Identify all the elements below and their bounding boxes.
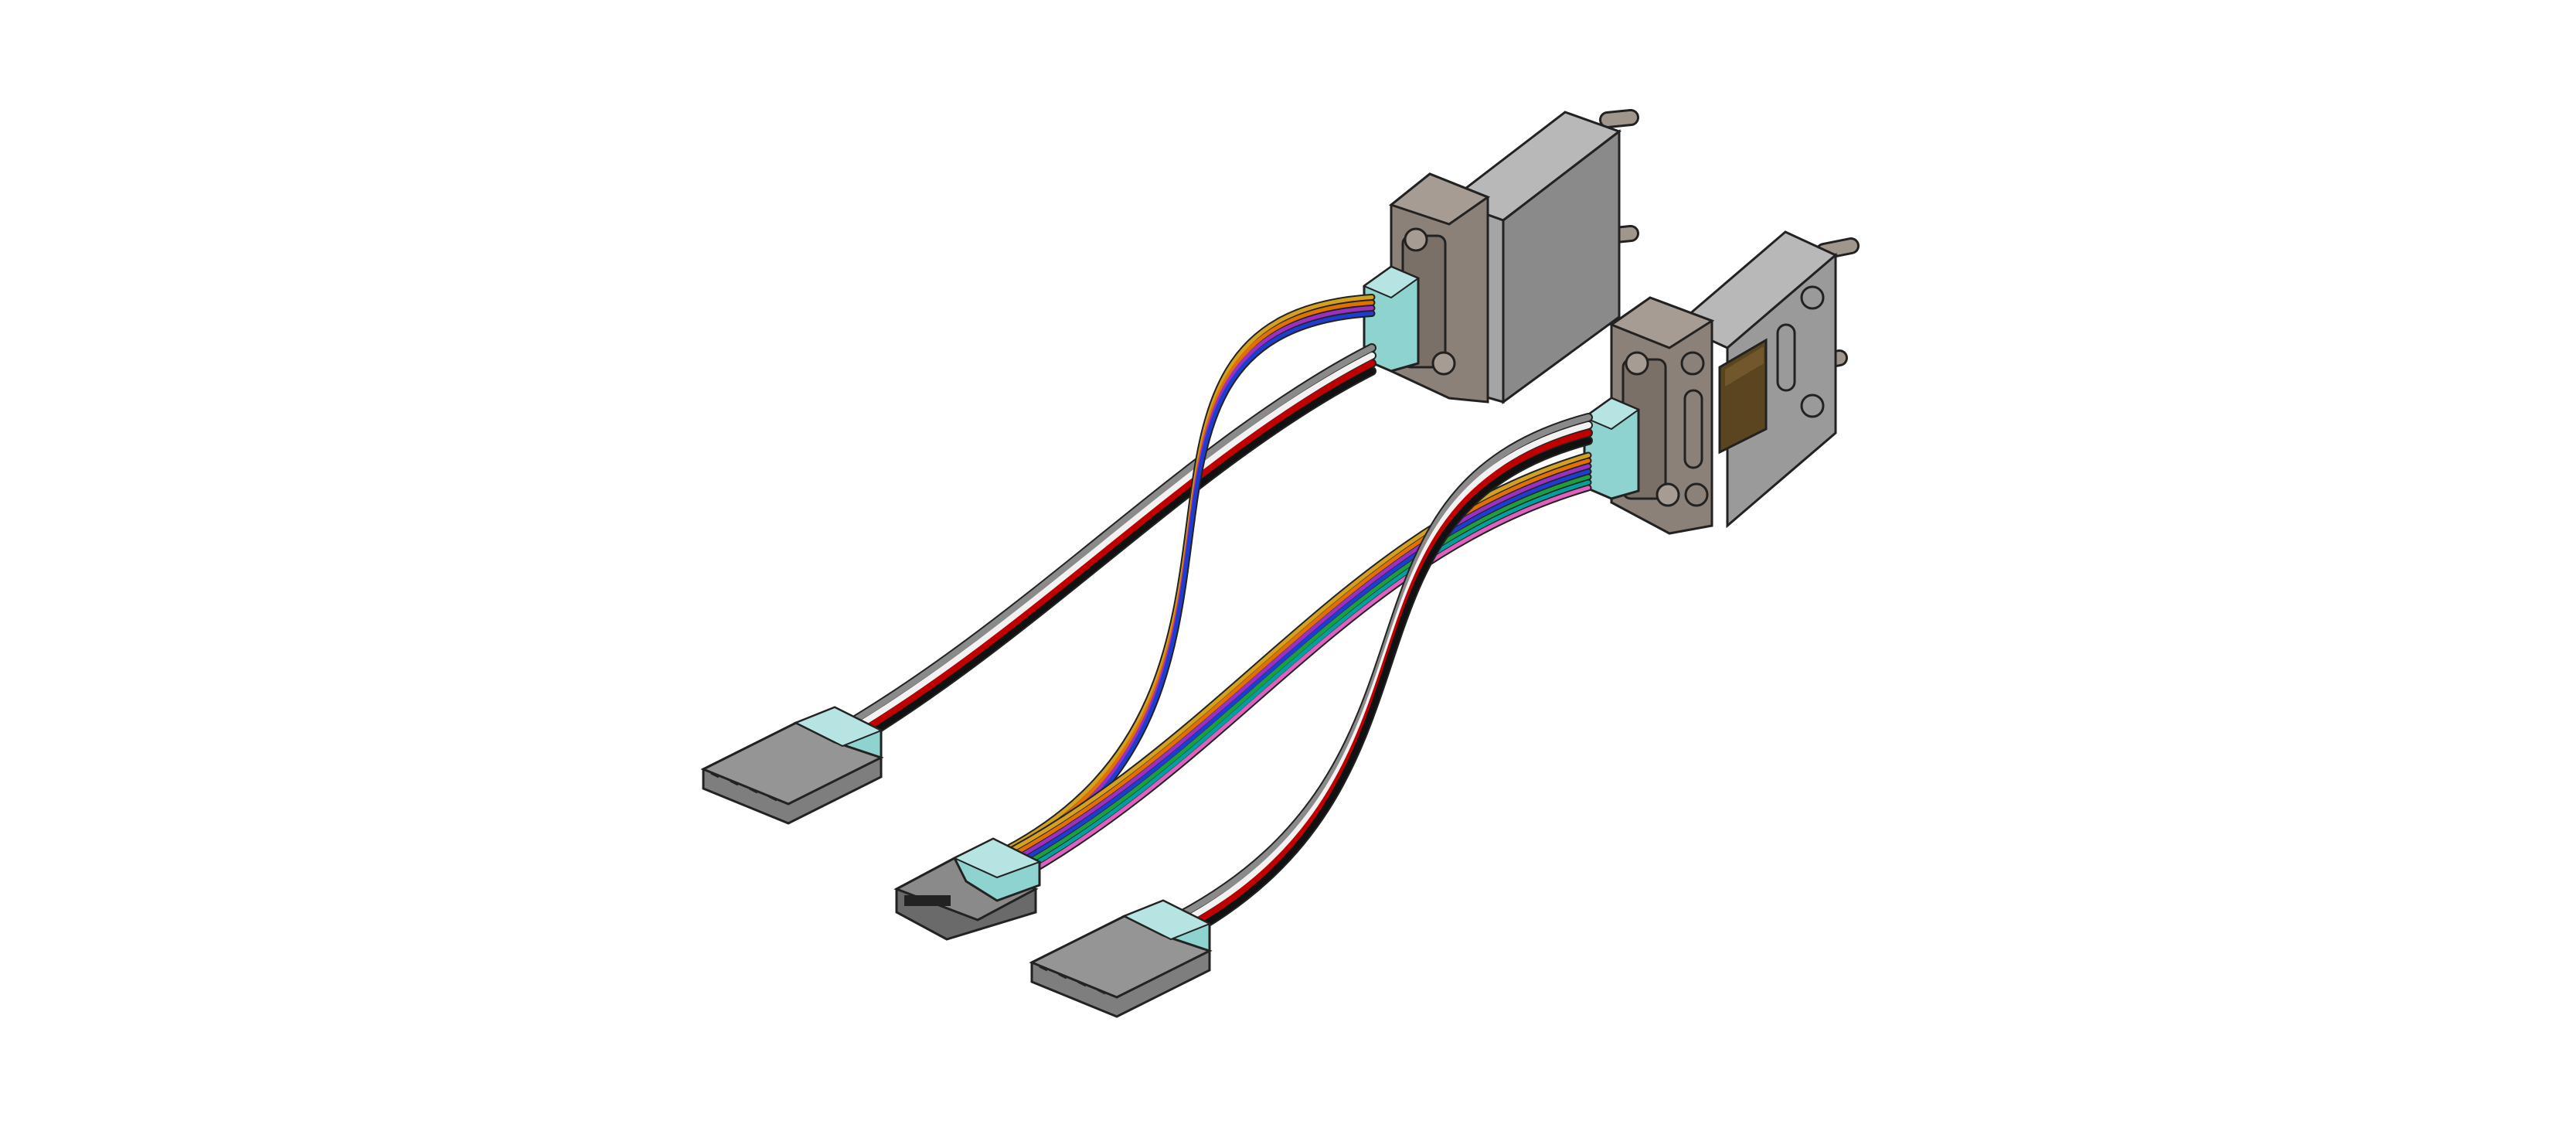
ribbon-wires-lower-wire [1010,485,1591,884]
ribbon-wires-lower-wire [1010,469,1591,868]
center-ribbon-plug [893,837,1042,941]
left-connector-screw-top [1404,227,1428,252]
ribbon-wires-upper [1001,294,1376,870]
left-harness-wires-wire [847,353,1375,734]
left-harness-wires-wire [847,368,1375,749]
right-connector-slot [1776,323,1796,392]
left-harness-wires [846,343,1376,751]
ribbon-wires-upper-wire [1002,312,1374,868]
left-connector-screw-bottom [1431,351,1456,376]
left-board-connector [1362,109,1639,404]
left-harness-wires-wire [847,360,1375,741]
ribbon-wires-lower-wire [1010,458,1591,857]
left-harness-plug [700,706,884,825]
ribbon-wires-lower-wire [1010,464,1591,863]
right-harness-wires [1174,413,1593,944]
right-harness-plug [1029,899,1213,1018]
ribbon-wires-lower [1009,451,1592,886]
right-harness-wires-wire [1176,438,1591,942]
right-connector-hole-2 [1800,393,1825,418]
ribbon-wires-lower-wire [1010,480,1591,879]
right-connector-hole-1 [1800,285,1825,310]
ribbon-wires-lower-wire [1010,475,1591,874]
wire-bundles [846,294,1593,944]
right-board-connector [1582,230,1860,535]
ribbon-wires-lower-wire [1010,453,1591,852]
left-harness-wires-wire [847,345,1375,726]
